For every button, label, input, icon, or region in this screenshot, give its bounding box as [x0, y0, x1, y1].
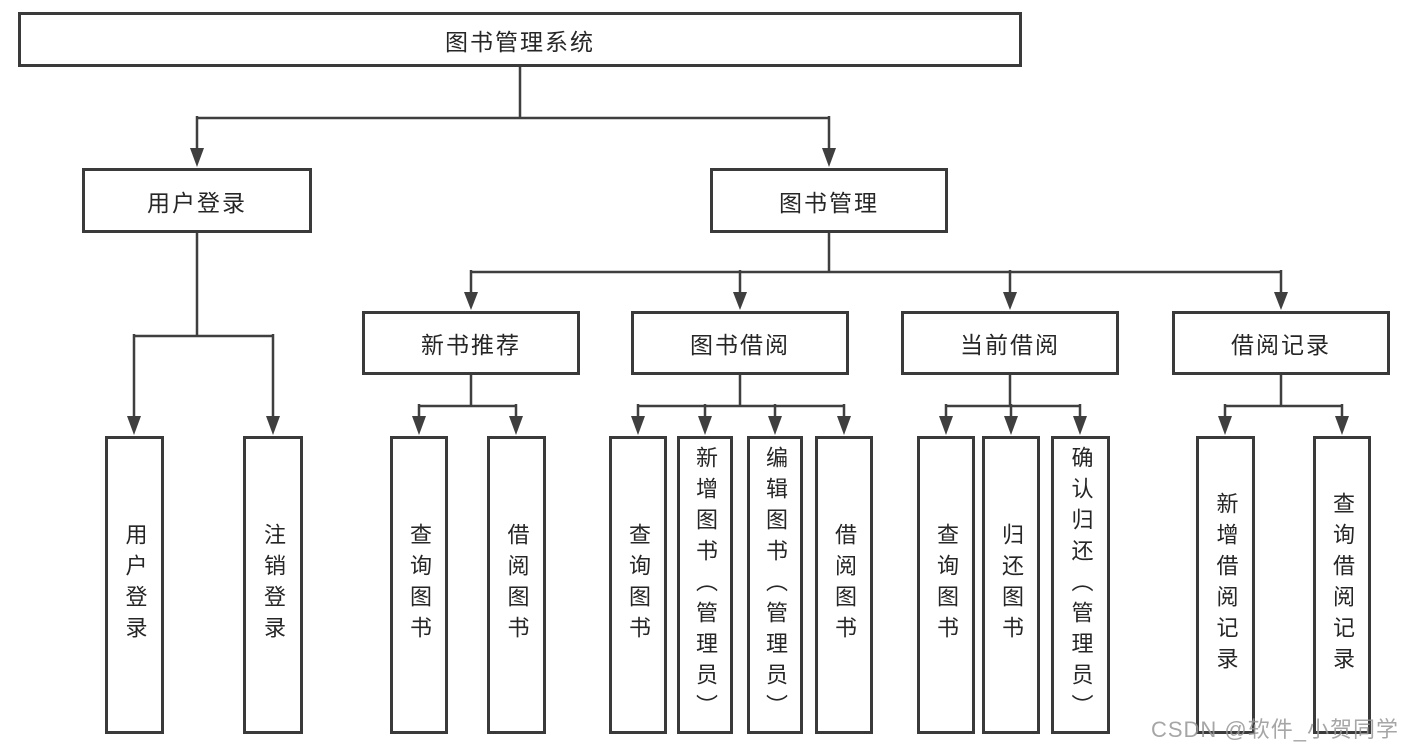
leaf-add-book-admin: 新增图书（管理员）	[677, 436, 733, 734]
node-library-system-label: 图书管理系统	[445, 28, 595, 55]
node-current-borrowing-label: 当前借阅	[960, 332, 1060, 358]
leaf-return-books: 归还图书	[982, 436, 1040, 734]
leaf-search-books-1-label: 查询图书	[407, 523, 432, 647]
node-borrow-records-label: 借阅记录	[1231, 332, 1331, 358]
node-user-login-label: 用户登录	[147, 189, 247, 216]
connector-lines	[132, 67, 1344, 420]
leaf-search-books-1: 查询图书	[390, 436, 448, 734]
leaf-return-books-label: 归还图书	[999, 523, 1024, 647]
node-book-management: 图书管理	[710, 168, 948, 233]
node-current-borrowing: 当前借阅	[901, 311, 1119, 375]
node-borrow-records: 借阅记录	[1172, 311, 1390, 375]
leaf-add-book-admin-label: 新增图书（管理员）	[693, 445, 718, 725]
leaf-search-borrow-record-label: 查询借阅记录	[1330, 492, 1355, 678]
node-new-book-recommend-label: 新书推荐	[421, 332, 521, 358]
leaf-confirm-return-admin-label: 确认归还（管理员）	[1068, 445, 1094, 725]
leaf-search-books-3: 查询图书	[917, 436, 975, 734]
leaf-borrow-books-1-label: 借阅图书	[504, 523, 530, 647]
node-book-management-label: 图书管理	[779, 189, 879, 216]
node-new-book-recommend: 新书推荐	[362, 311, 580, 375]
leaf-borrow-books-2: 借阅图书	[815, 436, 873, 734]
node-user-login: 用户登录	[82, 168, 312, 233]
node-library-system: 图书管理系统	[18, 12, 1022, 67]
leaf-borrow-books-2-label: 借阅图书	[832, 523, 857, 647]
leaf-confirm-return-admin: 确认归还（管理员）	[1051, 436, 1110, 734]
leaf-edit-book-admin-label: 编辑图书（管理员）	[763, 445, 788, 725]
leaf-user-login: 用户登录	[105, 436, 164, 734]
leaf-user-login-label: 用户登录	[122, 523, 148, 647]
leaf-search-books-3-label: 查询图书	[934, 523, 959, 647]
leaf-logout-label: 注销登录	[261, 523, 286, 647]
leaf-search-borrow-record: 查询借阅记录	[1313, 436, 1371, 734]
leaf-add-borrow-record: 新增借阅记录	[1196, 436, 1255, 734]
leaf-borrow-books-1: 借阅图书	[487, 436, 546, 734]
node-book-borrowing-label: 图书借阅	[690, 332, 790, 358]
leaf-add-borrow-record-label: 新增借阅记录	[1213, 492, 1239, 678]
leaf-edit-book-admin: 编辑图书（管理员）	[747, 436, 803, 734]
node-book-borrowing: 图书借阅	[631, 311, 849, 375]
leaf-logout: 注销登录	[243, 436, 303, 734]
leaf-search-books-2-label: 查询图书	[626, 523, 651, 647]
connector-arrowheads	[127, 148, 1349, 435]
leaf-search-books-2: 查询图书	[609, 436, 667, 734]
